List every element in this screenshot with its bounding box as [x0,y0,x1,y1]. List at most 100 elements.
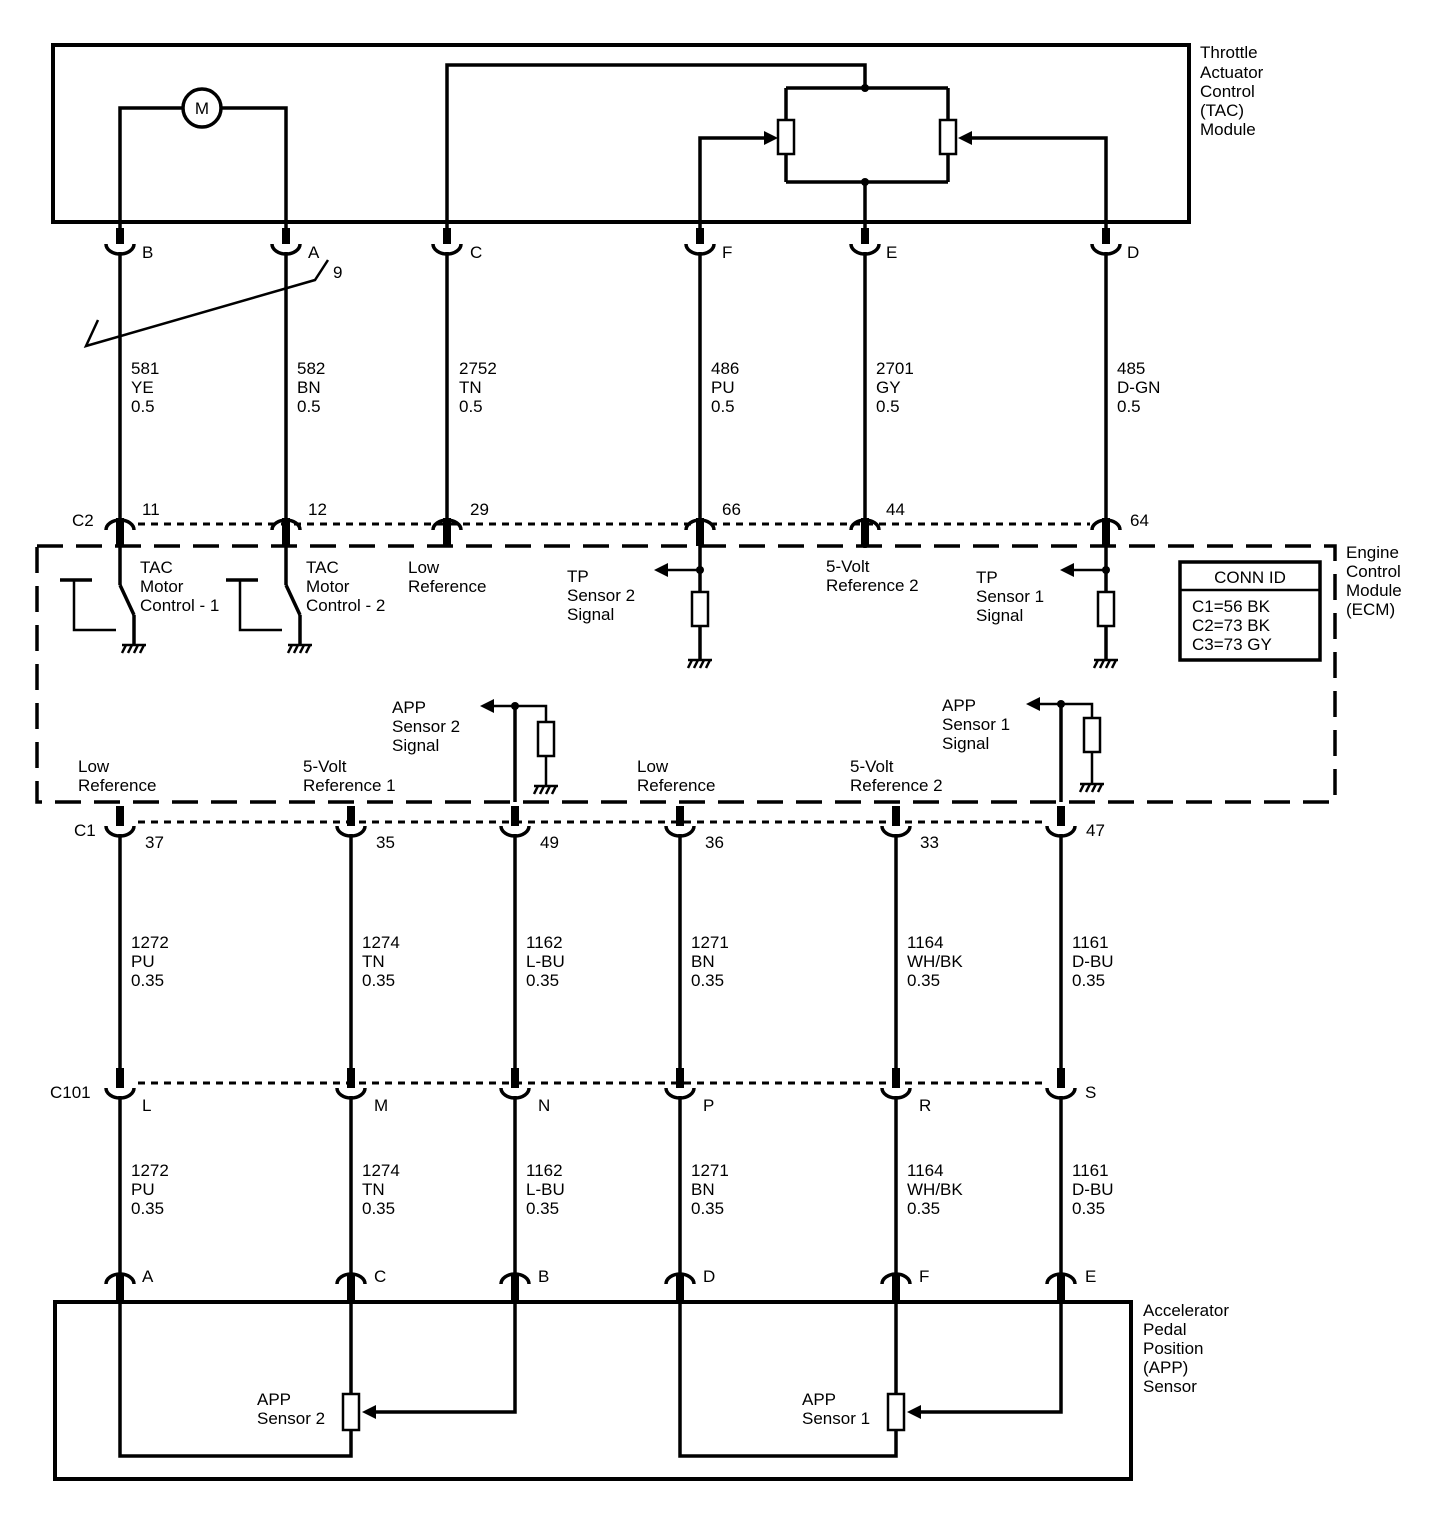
svg-text:Signal: Signal [976,606,1023,625]
svg-text:TP: TP [976,568,998,587]
tp-sensor-1-signal-label: TP Sensor 1 Signal [976,568,1044,625]
tac-label-2: Actuator [1200,63,1264,82]
svg-text:E: E [1085,1267,1096,1286]
svg-text:29: 29 [470,500,489,519]
svg-text:P: P [703,1096,714,1115]
wire-label-2752: 2752 TN 0.5 [459,359,497,416]
svg-text:33: 33 [920,833,939,852]
svg-text:APP: APP [942,696,976,715]
svg-text:0.35: 0.35 [362,1199,395,1218]
arrow-left-icon [907,1405,921,1419]
tac-pin-d: D [1090,228,1139,262]
svg-text:D-GN: D-GN [1117,378,1160,397]
app-sensor-2-signal-circuit [480,699,558,802]
app-connector: A C B D F E [104,1267,1096,1302]
svg-text:WH/BK: WH/BK [907,952,963,971]
svg-text:D-BU: D-BU [1072,952,1114,971]
svg-text:Low: Low [408,558,440,577]
svg-text:0.35: 0.35 [1072,971,1105,990]
arrow-left-icon [958,131,972,145]
wire-label-1271: 1271 BN 0.35 [691,933,729,990]
svg-text:TN: TN [362,1180,385,1199]
svg-text:PU: PU [131,1180,155,1199]
svg-text:2752: 2752 [459,359,497,378]
lower-wires: 1272 PU 0.35 1274 TN 0.35 1162 L-BU 0.35… [118,1096,1114,1278]
svg-text:0.35: 0.35 [1072,1199,1105,1218]
arrow-left-icon [480,699,494,713]
tp-sensor-2-resistor-icon [776,118,796,156]
wire-label-1274: 1274 TN 0.35 [362,933,400,990]
svg-text:5-Volt: 5-Volt [826,557,870,576]
tac-pin-b: B [104,228,153,262]
svg-text:Low: Low [637,757,669,776]
ecm-label-1: Engine [1346,543,1399,562]
app-label-5: Sensor [1143,1377,1197,1396]
svg-text:35: 35 [376,833,395,852]
wire-label-1162-lower: 1162 L-BU 0.35 [526,1161,565,1218]
svg-text:Reference 2: Reference 2 [850,776,943,795]
app-sensor-1-label: APP Sensor 1 [802,1390,870,1428]
wire-label-1164-lower: 1164 WH/BK 0.35 [907,1161,963,1218]
app-sensor-1-icon [678,1302,1063,1458]
tac-pin-label: E [886,243,897,262]
arrow-left-icon [1060,563,1074,577]
svg-text:Sensor 1: Sensor 1 [976,587,1044,606]
ecm-module-box [35,544,1337,804]
svg-text:Reference: Reference [78,776,156,795]
svg-text:Control - 2: Control - 2 [306,596,385,615]
svg-text:5-Volt: 5-Volt [303,757,347,776]
svg-text:Signal: Signal [942,734,989,753]
wire-label-1271-lower: 1271 BN 0.35 [691,1161,729,1218]
c2-connector: C2 11 12 29 66 44 64 [72,500,1149,546]
app-label-4: (APP) [1143,1358,1188,1377]
svg-text:BN: BN [691,1180,715,1199]
svg-text:0.35: 0.35 [362,971,395,990]
svg-text:C: C [374,1267,386,1286]
svg-text:0.35: 0.35 [907,971,940,990]
svg-text:B: B [538,1267,549,1286]
tac-pin-c: C [431,228,482,262]
svg-text:64: 64 [1130,511,1149,530]
ecm-label-4: (ECM) [1346,600,1395,619]
tac-motor-control-2-switch-icon [226,546,312,654]
svg-text:0.35: 0.35 [526,971,559,990]
svg-text:0.5: 0.5 [1117,397,1141,416]
low-reference-a-label: Low Reference [78,757,156,795]
svg-text:1161: 1161 [1072,1161,1109,1180]
ground-icon [120,643,146,654]
svg-text:0.5: 0.5 [711,397,735,416]
svg-text:APP: APP [257,1390,291,1409]
pull-down-resistor-icon [1096,590,1116,628]
tac-pin-a: A [270,228,320,262]
middle-wires: 1272 PU 0.35 1274 TN 0.35 1162 L-BU 0.35… [118,834,1114,1080]
tp-sensor-1-signal-circuit [1060,546,1118,669]
svg-text:0.5: 0.5 [297,397,321,416]
app-sensor-2-signal-label: APP Sensor 2 Signal [392,698,460,755]
app-sensor-module: Accelerator Pedal Position (APP) Sensor … [53,1300,1229,1481]
svg-text:S: S [1085,1083,1096,1102]
arrow-left-icon [1026,697,1040,711]
ground-icon [686,658,712,669]
svg-text:Sensor 1: Sensor 1 [942,715,1010,734]
arrow-right-icon [764,131,778,145]
svg-text:TP: TP [567,567,589,586]
svg-text:0.35: 0.35 [526,1199,559,1218]
svg-text:Sensor 2: Sensor 2 [567,586,635,605]
wire-label-1272-lower: 1272 PU 0.35 [131,1161,169,1218]
ground-icon [1092,658,1118,669]
tac-pin-label: A [308,243,320,262]
conn-id-title: CONN ID [1214,568,1286,587]
c101-connector: C101 L M N P R S [50,1068,1096,1115]
wire-label-485: 485 D-GN 0.5 [1117,359,1160,416]
svg-text:1272: 1272 [131,1161,169,1180]
svg-text:5-Volt: 5-Volt [850,757,894,776]
svg-text:M: M [374,1096,388,1115]
svg-text:A: A [142,1267,154,1286]
tp-sensor-bridge [445,63,1108,232]
svg-text:1271: 1271 [691,1161,729,1180]
tp-sensor-2-signal-circuit [654,546,712,669]
svg-text:1164: 1164 [907,1161,944,1180]
tac-motor-control-1-label: TAC Motor Control - 1 [140,558,219,615]
svg-text:0.5: 0.5 [876,397,900,416]
svg-text:L-BU: L-BU [526,1180,565,1199]
